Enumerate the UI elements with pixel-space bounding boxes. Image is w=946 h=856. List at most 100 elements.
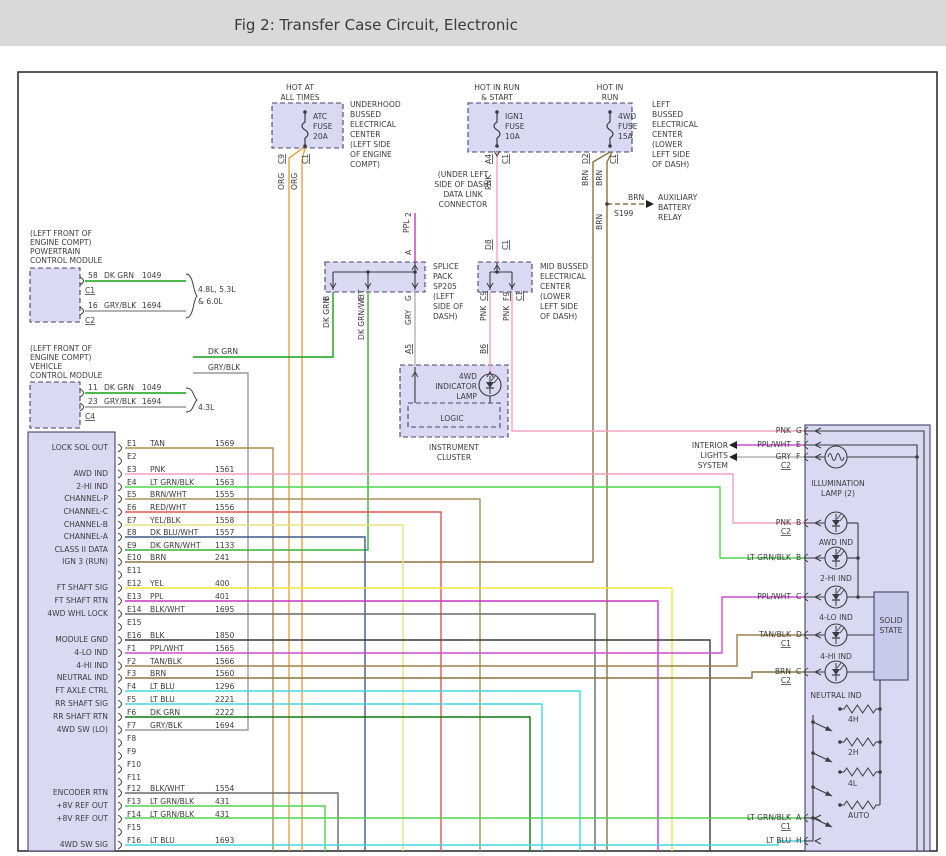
pin-wire-color: PPL/WHT (150, 644, 184, 653)
junction-dot (811, 785, 815, 789)
rotor-arrowhead (825, 756, 832, 762)
signal-label: +8V REF OUT (56, 801, 108, 810)
diagram-label: CONTROL MODULE (30, 256, 103, 265)
diagram-label: 2 (404, 212, 413, 217)
diagram-label: LOGIC (440, 414, 463, 423)
diagram-label: SPLICE (433, 262, 459, 271)
pin-arc-F6 (117, 712, 122, 722)
pin-arc-E6 (117, 507, 122, 517)
pin-circuit-number: 1296 (215, 682, 234, 691)
led-indicator-icon (478, 373, 502, 397)
gryblk-4wd-sw-lo (125, 372, 249, 731)
diagram-label: 4H (848, 715, 859, 724)
diagram-label: (UNDER LEFT (438, 170, 489, 179)
rotor-arrowhead (825, 725, 832, 731)
terminal-letter: C (796, 592, 801, 601)
diagram-label: GRY/BLK (104, 301, 137, 310)
pin-id-F4: F4 (127, 682, 136, 691)
terminal-connector-ref: C1 (781, 822, 791, 831)
diagram-label: (LEFT (433, 292, 454, 301)
terminal-wire-color: BRN (775, 667, 791, 676)
terminal-letter: A (796, 813, 802, 822)
pnk-switch-g (511, 292, 805, 432)
pin-id-F12: F12 (127, 784, 141, 793)
junction-dot (605, 202, 609, 206)
terminal-arrow-icon (813, 837, 822, 845)
pin-arc-F2 (117, 661, 122, 671)
pin-circuit-number: 2221 (215, 695, 234, 704)
diagram-label: CONTROL MODULE (30, 371, 103, 380)
pin-arc-E12 (117, 583, 122, 593)
pin-arc-E8 (117, 532, 122, 542)
diagram-label: DATA LINK (443, 190, 483, 199)
junction-dot (856, 556, 860, 560)
diagram-label: OF DASH) (652, 160, 689, 169)
pin-wire-color: YEL/BLK (149, 516, 182, 525)
pin-circuit-number: 1557 (215, 528, 234, 537)
terminal-wire-color: LT BLU (766, 836, 791, 845)
pin-wire-color: LT GRN/BLK (150, 810, 195, 819)
terminal-arrow-icon (813, 668, 822, 676)
led-triangle (832, 594, 840, 600)
pin-wire-color: DK GRN/WHT (150, 541, 201, 550)
junction-dot (608, 144, 612, 148)
diagram-label: 1049 (142, 271, 161, 280)
diagram-label: FUSE (313, 122, 333, 131)
diagram-label: C1 (301, 154, 310, 164)
diagram-label: C1 (501, 240, 510, 250)
e14-blkwht (125, 613, 596, 851)
led-arrow (839, 515, 845, 522)
led-triangle (832, 632, 840, 638)
int-g (805, 430, 925, 851)
pin-id-E9: E9 (127, 541, 137, 550)
pin-wire-color: DK BLU/WHT (150, 528, 199, 537)
terminal-letter: C (796, 667, 801, 676)
led-triangle (832, 669, 840, 675)
junction-dot (838, 707, 842, 711)
signal-label: RR SHAFT RTN (53, 712, 108, 721)
flow-arrow-icon (411, 371, 419, 378)
diagram-label: INDICATOR (435, 382, 478, 391)
diagram-label: 4.3L (198, 403, 215, 412)
pin-id-E12: E12 (127, 579, 142, 588)
pin-arc-F5 (117, 699, 122, 709)
junction-dot (811, 816, 815, 820)
diagram-label: ELECTRICAL (652, 120, 699, 129)
signal-label: NEUTRAL IND (57, 673, 108, 682)
diagram-label: GRY/BLK (104, 397, 137, 406)
pin-id-E7: E7 (127, 516, 137, 525)
flow-arrow-icon (486, 282, 494, 289)
pin-arc-E14 (117, 609, 122, 619)
signal-label: RR SHAFT SIG (55, 699, 108, 708)
f12-blkwht (125, 792, 339, 851)
pin-circuit-number: 1133 (215, 541, 234, 550)
e13-ppl (125, 600, 659, 851)
led-arrow (490, 375, 496, 382)
pin-arc-E10 (117, 557, 122, 567)
pin-circuit-number: 1563 (215, 478, 234, 487)
signal-label: 4-HI IND (76, 661, 108, 670)
f4-ltblu (125, 690, 581, 851)
diagram-label: BRN (595, 170, 604, 186)
terminal-arc-D (804, 630, 809, 640)
f13-ltgrnblk (125, 805, 326, 851)
pin-wire-color: BRN (150, 553, 166, 562)
pin-id-E5: E5 (127, 490, 137, 499)
diagram-label: 58 (88, 271, 98, 280)
diagram-label: 15A (618, 132, 634, 141)
terminal-connector-ref: C2 (781, 676, 791, 685)
f1-pplwht-4lo (125, 596, 805, 654)
led-arrow (839, 550, 845, 557)
fuse-icon (493, 112, 501, 146)
f2-tanblk-4hi (125, 634, 805, 667)
diagram-label: STATE (880, 626, 903, 635)
led-indicator-icon (824, 511, 848, 535)
connector-arc (79, 306, 84, 316)
e3-pnk-awd (125, 473, 805, 524)
pin-arc-F12 (117, 788, 122, 798)
diagram-label: S199 (614, 209, 633, 218)
diagram-label: RELAY (658, 213, 682, 222)
pin-wire-color: RED/WHT (150, 503, 187, 512)
diagram-label: B6 (479, 344, 488, 354)
flow-arrow-icon (329, 282, 337, 289)
